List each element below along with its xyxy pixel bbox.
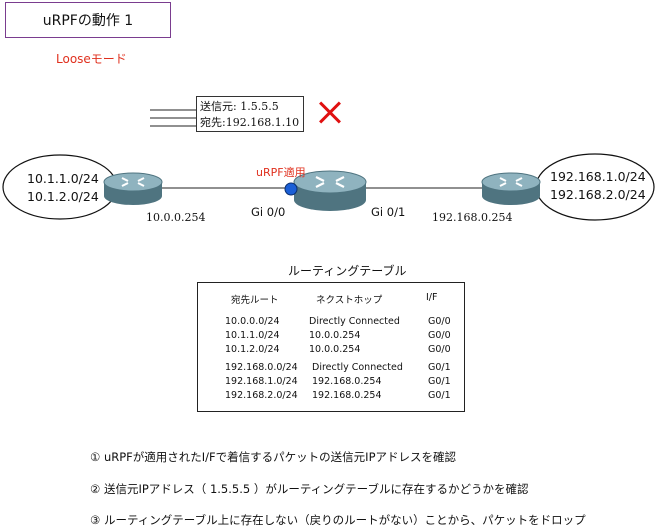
table-row-2-dest: 10.1.1.0/24 <box>225 330 280 341</box>
step-2: ② 送信元IPアドレス（ 1.5.5.5 ）がルーティングテーブルに存在するかど… <box>90 482 529 496</box>
table-row-3-nexthop: 10.0.0.254 <box>309 344 361 355</box>
left-network-list: 10.1.1.0/24 10.1.2.0/24 <box>27 170 99 206</box>
left-link-address: 10.0.0.254 <box>146 211 206 224</box>
rt-header-destination: 宛先ルート <box>231 295 279 306</box>
interface-right-label: Gi 0/1 <box>371 205 406 219</box>
right-network-2: 192.168.2.0/24 <box>550 187 646 202</box>
table-row-2-nexthop: 10.0.0.254 <box>309 330 361 341</box>
table-row-5-dest: 192.168.1.0/24 <box>225 376 298 387</box>
table-row-5-nexthop: 192.168.0.254 <box>312 376 382 387</box>
table-row-1-dest: 10.0.0.0/24 <box>225 316 280 327</box>
urpf-applied-dot <box>284 182 298 196</box>
packet-destination: 宛先:192.168.1.10 <box>200 116 300 129</box>
table-row-3-dest: 10.1.2.0/24 <box>225 344 280 355</box>
table-row-6-if: G0/1 <box>428 390 451 401</box>
table-row-2-if: G0/0 <box>428 330 451 341</box>
routing-table: 宛先ルート ネクストホップ I/F 10.0.0.0/24 Directly C… <box>197 282 465 412</box>
right-network-list: 192.168.1.0/24 192.168.2.0/24 <box>550 168 646 204</box>
mode-label: Looseモード <box>56 52 127 66</box>
table-row-5-if: G0/1 <box>428 376 451 387</box>
table-row-4-dest: 192.168.0.0/24 <box>225 362 298 373</box>
table-row-4-nexthop: Directly Connected <box>312 362 403 373</box>
table-row-1-nexthop: Directly Connected <box>309 316 400 327</box>
left-network-2: 10.1.2.0/24 <box>27 189 99 204</box>
table-row-3-if: G0/0 <box>428 344 451 355</box>
step-1: ① uRPFが適用されたI/Fで着信するパケットの送信元IPアドレスを確認 <box>90 450 456 464</box>
right-network-1: 192.168.1.0/24 <box>550 169 646 184</box>
routing-table-title: ルーティングテーブル <box>288 264 407 278</box>
right-link-address: 192.168.0.254 <box>432 211 513 224</box>
step-3: ③ ルーティングテーブル上に存在しない（戻りのルートがない）ことから、パケットを… <box>90 513 586 527</box>
table-row-1-if: G0/0 <box>428 316 451 327</box>
table-row-4-if: G0/1 <box>428 362 451 373</box>
center-router-icon <box>293 170 367 211</box>
network-topology <box>2 109 655 221</box>
table-row-6-nexthop: 192.168.0.254 <box>312 390 382 401</box>
urpf-label: uRPF適用 <box>256 166 306 179</box>
left-router-icon <box>103 172 163 205</box>
table-row-6-dest: 192.168.2.0/24 <box>225 390 298 401</box>
diagram-title: uRPFの動作 1 <box>5 2 171 38</box>
interface-left-label: Gi 0/0 <box>251 205 286 219</box>
left-network-1: 10.1.1.0/24 <box>27 171 99 186</box>
rt-header-interface: I/F <box>426 292 438 303</box>
packet-info-box: 送信元: 1.5.5.5 宛先:192.168.1.10 <box>196 96 304 132</box>
right-router-icon <box>481 172 541 205</box>
packet-source: 送信元: 1.5.5.5 <box>200 100 279 113</box>
rt-header-nexthop: ネクストホップ <box>316 295 383 306</box>
